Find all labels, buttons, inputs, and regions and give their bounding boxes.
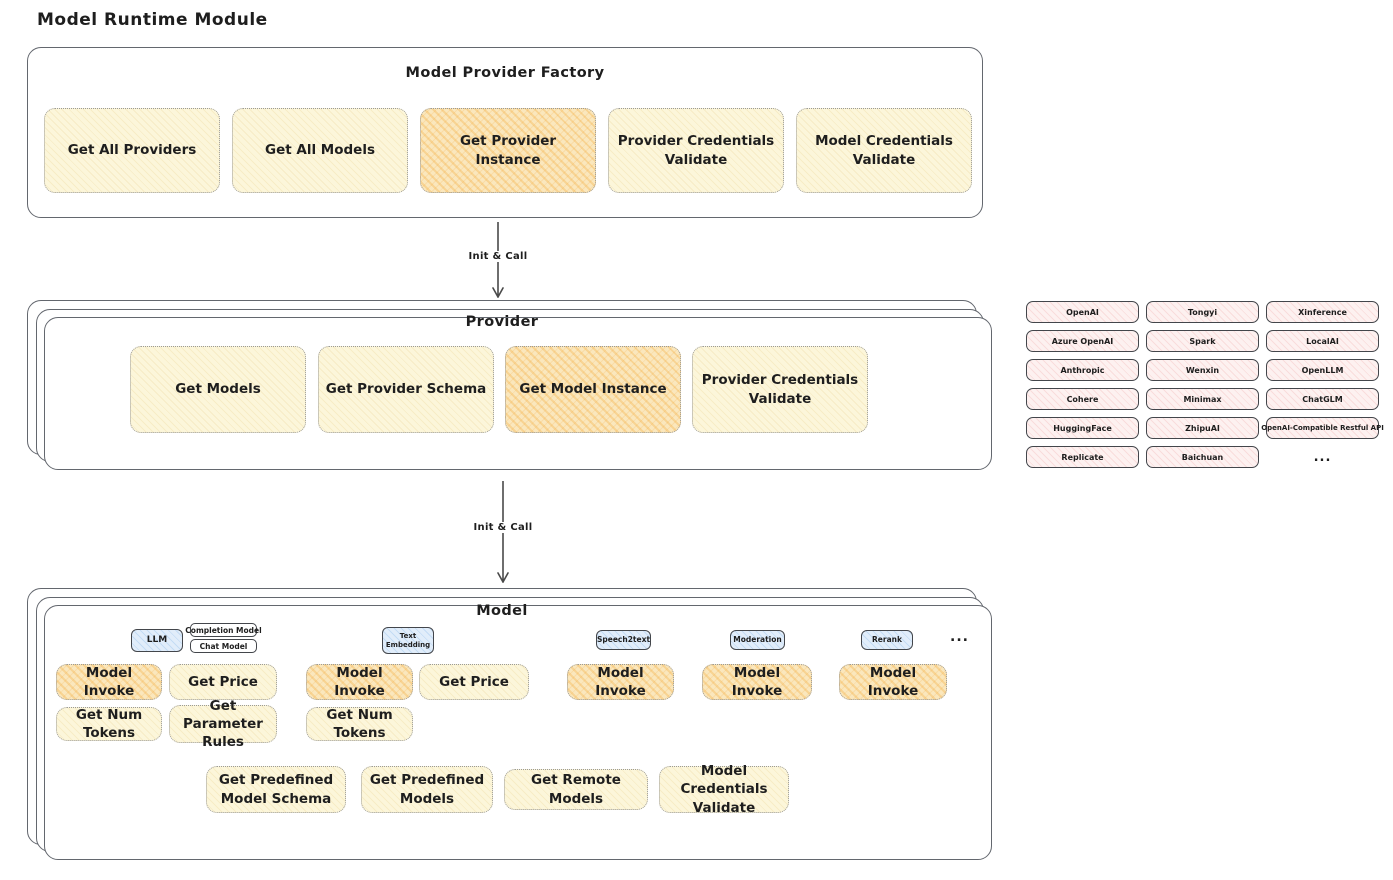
node-get-num-tokens-llm: Get Num Tokens <box>56 707 162 741</box>
node-get-price-embedding: Get Price <box>419 664 529 700</box>
node-model-invoke-moderation: Model Invoke <box>702 664 812 700</box>
tag-moderation: Moderation <box>730 630 785 650</box>
provider-chip-replicate: Replicate <box>1026 446 1139 468</box>
provider-chip-wenxin: Wenxin <box>1146 359 1259 381</box>
node-provider-credentials-validate-2: Provider Credentials Validate <box>692 346 868 433</box>
tag-llm: LLM <box>131 629 183 652</box>
node-get-predefined-model-schema: Get Predefined Model Schema <box>206 766 346 813</box>
node-get-num-tokens-embedding: Get Num Tokens <box>306 707 413 741</box>
provider-chip-localai: LocalAI <box>1266 330 1379 352</box>
node-model-invoke-llm: Model Invoke <box>56 664 162 700</box>
provider-chip-minimax: Minimax <box>1146 388 1259 410</box>
provider-chip-openllm: OpenLLM <box>1266 359 1379 381</box>
provider-chip-openai-compatible-restful-api: OpenAI-Compatible Restful API <box>1261 417 1384 439</box>
provider-chip-zhipuai: ZhipuAI <box>1146 417 1259 439</box>
node-get-all-models: Get All Models <box>232 108 408 193</box>
node-model-invoke-speech2text: Model Invoke <box>567 664 674 700</box>
node-model-invoke-rerank: Model Invoke <box>839 664 947 700</box>
node-get-all-providers: Get All Providers <box>44 108 220 193</box>
tag-completion-model: Completion Model <box>185 623 262 637</box>
provider-chip-azure-openai: Azure OpenAI <box>1026 330 1139 352</box>
node-model-credentials-validate: Model Credentials Validate <box>796 108 972 193</box>
tag-speech2text: Speech2text <box>596 630 651 650</box>
node-get-remote-models: Get Remote Models <box>504 769 648 810</box>
provider-chip-xinference: Xinference <box>1266 301 1379 323</box>
provider-chip-openai: OpenAI <box>1026 301 1139 323</box>
providers-grid: OpenAI Tongyi Xinference Azure OpenAI Sp… <box>1026 301 1384 468</box>
model-title: Model <box>476 603 528 619</box>
provider-chip-chatglm: ChatGLM <box>1266 388 1379 410</box>
node-get-predefined-models: Get Predefined Models <box>361 766 493 813</box>
provider-chip-huggingface: HuggingFace <box>1026 417 1139 439</box>
node-get-provider-instance: Get Provider Instance <box>420 108 596 193</box>
tag-rerank: Rerank <box>861 630 913 650</box>
model-container: Model LLM Completion Model Chat Model Te… <box>27 588 992 860</box>
node-get-provider-schema: Get Provider Schema <box>318 346 494 433</box>
node-get-parameter-rules: Get Parameter Rules <box>169 698 277 750</box>
tags-ellipsis: ... <box>950 629 969 645</box>
tag-text-embedding: Text Embedding <box>382 627 434 654</box>
provider-chip-baichuan: Baichuan <box>1146 446 1259 468</box>
node-model-invoke-embedding: Model Invoke <box>306 664 413 700</box>
arrow-label-init-call-2: Init & Call <box>463 522 543 533</box>
provider-chip-tongyi: Tongyi <box>1146 301 1259 323</box>
tag-chat-model: Chat Model <box>190 639 257 653</box>
factory-title: Model Provider Factory <box>405 65 605 81</box>
node-get-model-instance: Get Model Instance <box>505 346 681 433</box>
factory-container: Model Provider Factory Get All Providers… <box>27 47 983 218</box>
node-get-models: Get Models <box>130 346 306 433</box>
node-get-price-llm: Get Price <box>169 664 277 700</box>
provider-title: Provider <box>465 314 539 330</box>
arrow-label-init-call-1: Init & Call <box>458 251 538 262</box>
provider-chip-anthropic: Anthropic <box>1026 359 1139 381</box>
node-provider-credentials-validate: Provider Credentials Validate <box>608 108 784 193</box>
provider-container: Provider Get Models Get Provider Schema … <box>27 300 992 470</box>
node-model-credentials-validate-bottom: Model Credentials Validate <box>659 763 789 816</box>
provider-chip-cohere: Cohere <box>1026 388 1139 410</box>
provider-chip-spark: Spark <box>1146 330 1259 352</box>
page-title: Model Runtime Module <box>37 10 268 30</box>
providers-ellipsis: ... <box>1313 449 1332 465</box>
